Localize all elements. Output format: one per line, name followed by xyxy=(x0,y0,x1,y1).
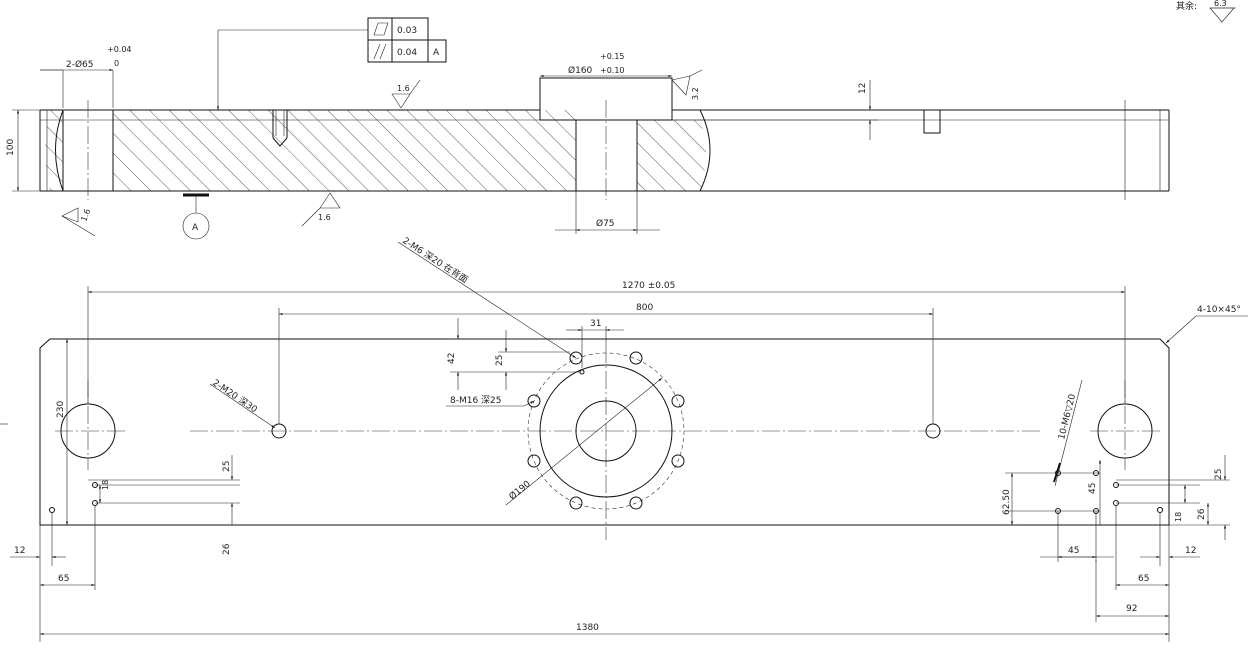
dist-26-left: 26 xyxy=(222,543,232,555)
m6-top-note: 2-M6 深20 在背面 xyxy=(400,234,470,285)
dim-bore-75: Ø75 xyxy=(555,191,660,234)
dist-18-left: 18 xyxy=(101,480,110,490)
dist-25-left: 25 xyxy=(222,461,232,472)
m20-leader: 2-M20 深30 xyxy=(209,377,276,429)
general-note-text: 其余: xyxy=(1176,0,1197,12)
counterbore-tol-upper: +0.15 xyxy=(600,52,625,61)
dim-right-62-45: 62.50 45 45 xyxy=(1002,460,1114,562)
dist-45-v: 45 xyxy=(1088,483,1098,494)
roughness-symbol-icon xyxy=(319,192,341,209)
general-roughness-value: 6.3 xyxy=(1214,0,1227,8)
roughness-symbol-icon xyxy=(671,75,691,96)
counterbore-160 xyxy=(539,364,673,498)
pcd-190: Ø190 xyxy=(507,478,533,502)
dist-800: 800 xyxy=(636,303,653,313)
height-230: 230 xyxy=(56,401,66,418)
flatness-value: 0.03 xyxy=(397,26,417,36)
roughness-top: 1.6 xyxy=(391,79,421,109)
dim-1380: 1380 xyxy=(39,525,1170,642)
dim-depth-12: 12 xyxy=(672,80,878,140)
dist-31: 31 xyxy=(590,319,601,329)
top-bore-tol-lower: 0 xyxy=(114,59,119,68)
m16-hole xyxy=(527,394,541,408)
dim-right-small: 25 26 18 xyxy=(1116,455,1230,540)
counterbore-roughness: 3.2 xyxy=(691,87,700,100)
dist-25-right: 25 xyxy=(1214,469,1224,480)
height-100: 100 xyxy=(6,139,16,156)
dim-right-12-65-92: 12 65 92 xyxy=(1095,505,1200,622)
dim-230: 230 xyxy=(56,339,69,525)
m16-hole xyxy=(527,454,541,468)
dist-6250: 62.50 xyxy=(1002,489,1012,515)
hatch-area-main xyxy=(113,110,576,191)
dim-counterbore: Ø160 +0.15 +0.10 3.2 xyxy=(540,52,703,100)
roughness-symbol-icon xyxy=(391,93,411,109)
section-view xyxy=(39,77,1170,200)
m16-hole xyxy=(671,394,685,408)
dist-45-h: 45 xyxy=(1068,546,1079,556)
m16-hole xyxy=(569,496,583,510)
overall-1380: 1380 xyxy=(576,623,599,633)
parallelism-icon xyxy=(373,43,381,60)
m16-hole xyxy=(629,496,643,510)
chamfer-note: 4-10×45° xyxy=(1165,305,1248,344)
pitch-circle-190 xyxy=(527,352,685,510)
counterbore-outline xyxy=(539,77,673,121)
m20-note: 2-M20 深30 xyxy=(210,377,259,415)
parallelism-value: 0.04 xyxy=(397,48,417,58)
datum-label: A xyxy=(192,223,199,233)
top-bore-tol-upper: +0.04 xyxy=(107,45,132,54)
dim-800: 800 xyxy=(278,303,934,424)
dim-1270: 1270 ±0.05 xyxy=(87,281,1126,404)
roughness-bottom-value: 1.6 xyxy=(318,213,331,222)
top-bore-label: 2-Ø65 xyxy=(66,59,94,70)
gdt-frame: 0.03 0.04 A xyxy=(216,17,447,110)
m16-hole xyxy=(671,454,685,468)
bore-75: Ø75 xyxy=(596,218,615,229)
m6-right-note: 10-M6▽20 xyxy=(1057,393,1078,441)
dim-height-100: 100 xyxy=(6,109,40,192)
counterbore-dia: Ø160 xyxy=(568,65,593,76)
dim-42-25: 42 25 xyxy=(447,318,580,390)
roughness-symbol-icon xyxy=(61,207,79,223)
hatch-area-right xyxy=(637,120,700,191)
dist-12-left: 12 xyxy=(14,546,25,556)
dist-26-right: 26 xyxy=(1197,508,1207,520)
dim-top-bore: 2-Ø65 +0.04 0 xyxy=(40,45,132,108)
depth-12: 12 xyxy=(858,83,868,94)
bore-75-plan xyxy=(575,400,637,462)
m16-note: 8-M16 深25 xyxy=(450,395,502,406)
flatness-icon xyxy=(373,22,389,36)
m16-leader: 8-M16 深25 xyxy=(446,395,535,407)
dim-left-small: 25 26 18 xyxy=(88,455,240,555)
dist-42: 42 xyxy=(447,353,457,364)
m16-hole xyxy=(629,351,643,365)
overall-1270: 1270 ±0.05 xyxy=(622,281,675,291)
roughness-top-value: 1.6 xyxy=(397,84,410,93)
dist-12-right: 12 xyxy=(1185,546,1196,556)
dim-left-12-65: 12 65 xyxy=(10,505,96,590)
counterbore-tol-lower: +0.10 xyxy=(600,66,625,75)
dist-65-right: 65 xyxy=(1138,574,1149,584)
m6-right-leader: 10-M6▽20 xyxy=(1053,379,1083,487)
roughness-left: 1.6 xyxy=(61,207,96,237)
dist-65-left: 65 xyxy=(58,574,69,584)
roughness-left-value: 1.6 xyxy=(79,208,92,223)
general-roughness-note: 其余: 6.3 xyxy=(1176,0,1236,23)
chamfer-text: 4-10×45° xyxy=(1197,305,1241,315)
dist-92: 92 xyxy=(1126,604,1137,614)
roughness-symbol-icon xyxy=(1209,7,1235,23)
plan-view xyxy=(39,338,1170,540)
dim-31: 31 xyxy=(566,319,624,368)
datum-a-symbol: A xyxy=(182,193,210,240)
dist-25-top: 25 xyxy=(495,355,505,366)
datum-ref: A xyxy=(433,48,440,58)
dist-18-right: 18 xyxy=(1174,512,1183,522)
roughness-bottom: 1.6 xyxy=(301,192,341,227)
